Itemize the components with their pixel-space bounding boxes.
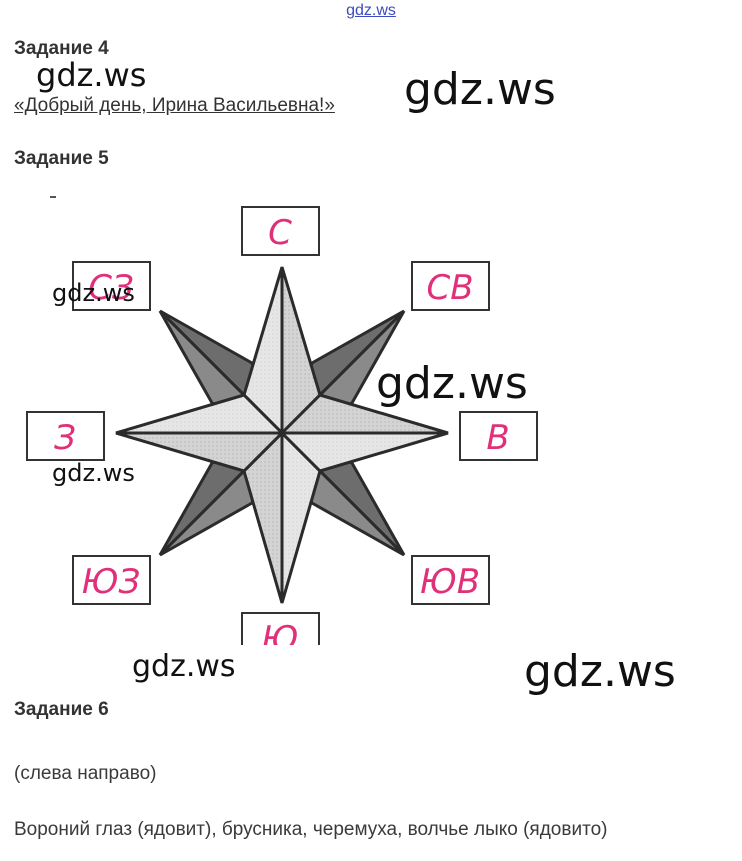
label-box-ne	[411, 261, 490, 311]
label-e: В	[486, 418, 509, 458]
site-link-top[interactable]: gdz.ws	[346, 2, 396, 19]
label-box-sw	[72, 555, 151, 605]
label-s: Ю	[262, 619, 299, 645]
label-nw: СЗ	[88, 268, 134, 308]
watermark: gdz.ws	[404, 64, 556, 115]
task5-heading: Задание 5	[14, 148, 109, 169]
task4-heading: Задание 4	[14, 38, 109, 59]
label-box-s	[241, 612, 320, 645]
watermark: gdz.ws	[52, 279, 135, 307]
task6-note: (слева направо)	[14, 763, 157, 784]
cardinal-points	[115, 266, 449, 604]
label-box-n	[241, 206, 320, 256]
e-point-bottom	[278, 431, 449, 473]
label-w: З	[54, 418, 76, 458]
watermark: gdz.ws	[132, 649, 236, 684]
label-sw: ЮЗ	[82, 562, 141, 602]
label-box-nw	[72, 261, 151, 311]
watermark: gdz.ws	[376, 358, 528, 409]
compass-rose-diagram: С СВ В ЮВ Ю ЮЗ З СЗ	[26, 206, 538, 645]
task6-answer: Вороний глаз (ядовит), брусника, черемух…	[14, 819, 608, 840]
watermark: gdz.ws	[524, 646, 676, 697]
label-ne: СВ	[426, 268, 473, 308]
task6-heading: Задание 6	[14, 699, 109, 720]
stray-mark	[50, 196, 56, 198]
watermark: gdz.ws	[52, 459, 135, 487]
label-n: С	[268, 213, 292, 253]
w-point-bottom	[115, 431, 286, 473]
label-box-w	[26, 411, 105, 461]
task4-answer: «Добрый день, Ирина Васильевна!»	[14, 95, 335, 116]
label-box-e	[459, 411, 538, 461]
label-se: ЮВ	[420, 562, 480, 602]
label-box-se	[411, 555, 490, 605]
watermark: gdz.ws	[36, 56, 147, 94]
